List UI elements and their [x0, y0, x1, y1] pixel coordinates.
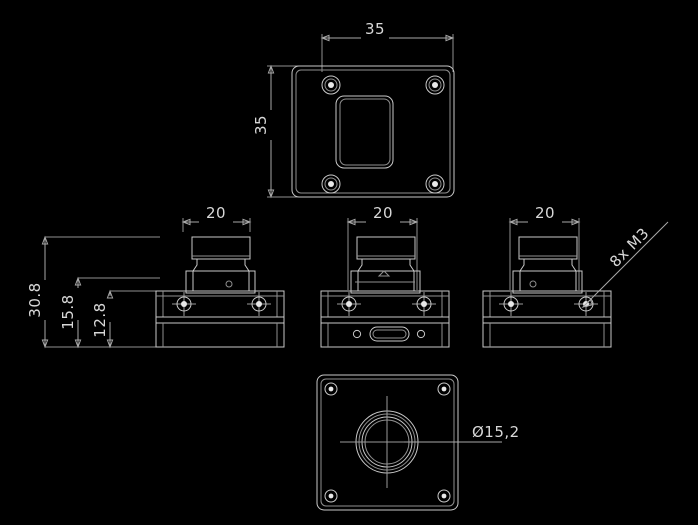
left-screw-2	[247, 292, 271, 316]
dim-12-8: 12.8	[91, 289, 160, 349]
top-screw-bl	[321, 174, 341, 194]
front-elevation-view: 20	[320, 204, 450, 348]
top-screw-tl	[321, 75, 341, 95]
dim-label-12-8: 12.8	[91, 302, 109, 337]
dim-20-left: 20	[181, 204, 252, 232]
right-body	[482, 290, 612, 348]
dim-label-15-8: 15.8	[59, 294, 77, 329]
right-screw-1	[499, 292, 523, 316]
dim-35-horizontal: 35	[320, 20, 455, 72]
front-mount-block	[350, 270, 421, 294]
right-elevation-view: 20	[482, 204, 669, 348]
front-body	[320, 290, 450, 348]
dim-label-20-left: 20	[206, 204, 226, 222]
top-plate-inner-edge	[295, 69, 451, 194]
dim-35-vertical: 35	[252, 64, 300, 199]
top-view: 35 35	[252, 20, 455, 199]
bottom-view: Ø15,2	[316, 374, 520, 511]
dim-label-20-right: 20	[535, 204, 555, 222]
right-mount-block	[512, 270, 583, 294]
callout-diameter: Ø15,2	[404, 423, 520, 443]
bottom-screw-tr	[437, 382, 451, 396]
dim-label-30-8: 30.8	[26, 282, 44, 317]
dim-label-8x-m3: 8x M3	[606, 224, 653, 271]
right-lens-barrel	[518, 236, 578, 291]
top-screw-tr	[425, 75, 445, 95]
dim-label-35-side: 35	[252, 115, 270, 135]
left-lens-barrel	[191, 236, 251, 291]
front-screw-1	[337, 292, 361, 316]
top-plate-outline	[291, 65, 455, 198]
dim-15-8: 15.8	[59, 276, 160, 349]
left-screw-1	[172, 292, 196, 316]
left-elevation-view: 20 30.8 15.8 12.8	[26, 204, 285, 349]
callout-8x-m3: 8x M3	[581, 221, 669, 308]
front-screw-2	[412, 292, 436, 316]
dim-20-right: 20	[508, 204, 581, 290]
bottom-screw-bl	[324, 489, 338, 503]
left-body	[155, 290, 285, 348]
front-connector-port	[352, 326, 426, 342]
top-aperture-cutout	[335, 95, 394, 169]
top-screw-br	[425, 174, 445, 194]
bottom-screw-tl	[324, 382, 338, 396]
dim-label-diameter: Ø15,2	[472, 423, 520, 441]
dim-20-front: 20	[346, 204, 419, 290]
front-lens-barrel	[356, 236, 416, 291]
bottom-screw-br	[437, 489, 451, 503]
dim-label-20-front: 20	[373, 204, 393, 222]
dim-label-35-top: 35	[365, 20, 385, 38]
left-mount-block	[185, 270, 256, 294]
dim-30-8: 30.8	[26, 235, 160, 349]
